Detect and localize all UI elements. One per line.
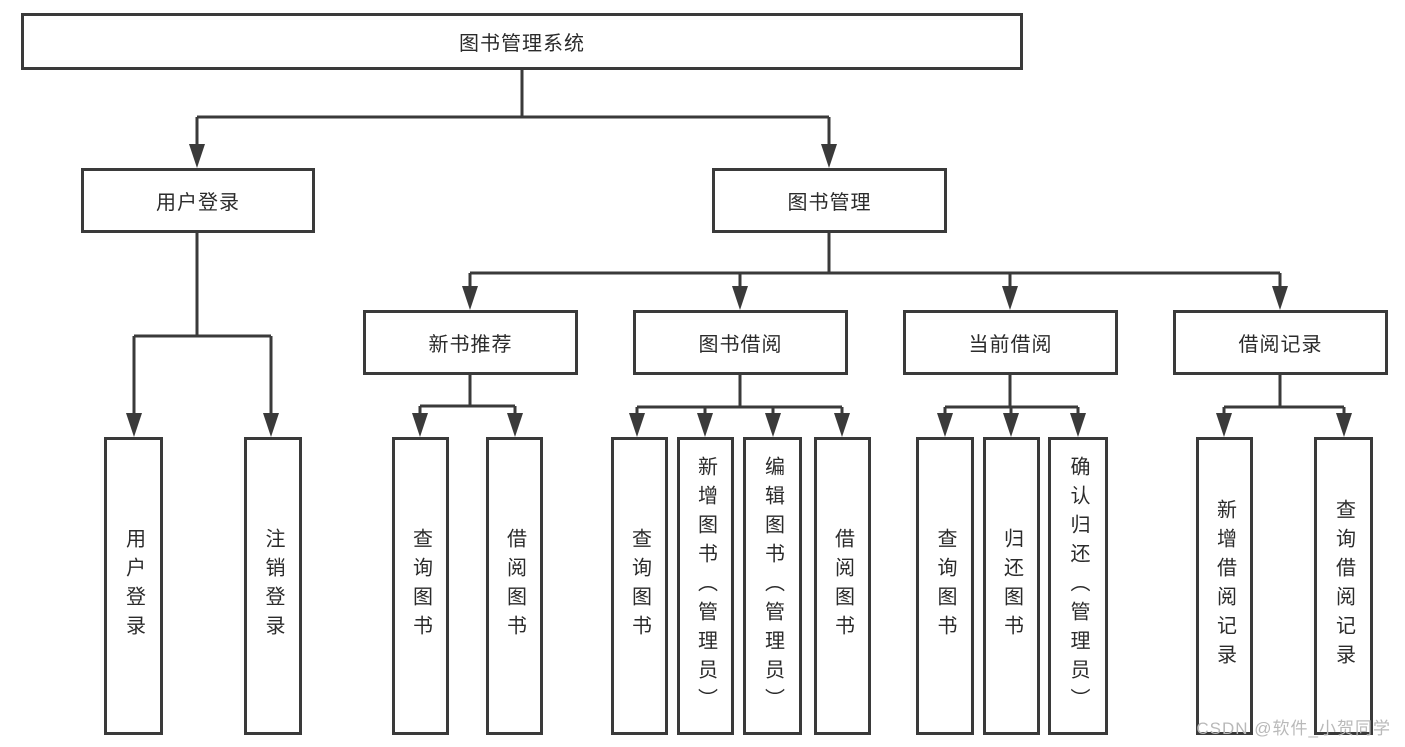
leaf-borrowing-add-books-admin: 新增图书（管理员） [677, 437, 734, 735]
leaf-current-return-books: 归还图书 [983, 437, 1040, 735]
node-book-borrowing: 图书借阅 [633, 310, 848, 375]
leaf-records-query-record: 查询借阅记录 [1314, 437, 1373, 735]
node-current-borrowing: 当前借阅 [903, 310, 1118, 375]
node-new-book-recommend: 新书推荐 [363, 310, 578, 375]
leaf-current-query-books: 查询图书 [916, 437, 974, 735]
leaf-user-login: 用户登录 [104, 437, 163, 735]
leaf-borrowing-edit-books-admin: 编辑图书（管理员） [743, 437, 802, 735]
watermark-text: CSDN @软件_小贺同学 [1196, 719, 1391, 738]
leaf-borrowing-borrow-books: 借阅图书 [814, 437, 871, 735]
leaf-logout-login: 注销登录 [244, 437, 302, 735]
node-library-system: 图书管理系统 [21, 13, 1023, 70]
node-book-management: 图书管理 [712, 168, 947, 233]
leaf-recommend-query-books: 查询图书 [392, 437, 449, 735]
leaf-current-confirm-return-admin: 确认归还（管理员） [1048, 437, 1108, 735]
leaf-recommend-borrow-books: 借阅图书 [486, 437, 543, 735]
node-borrowing-records: 借阅记录 [1173, 310, 1388, 375]
leaf-borrowing-query-books: 查询图书 [611, 437, 668, 735]
leaf-records-add-record: 新增借阅记录 [1196, 437, 1253, 735]
node-user-login: 用户登录 [81, 168, 315, 233]
